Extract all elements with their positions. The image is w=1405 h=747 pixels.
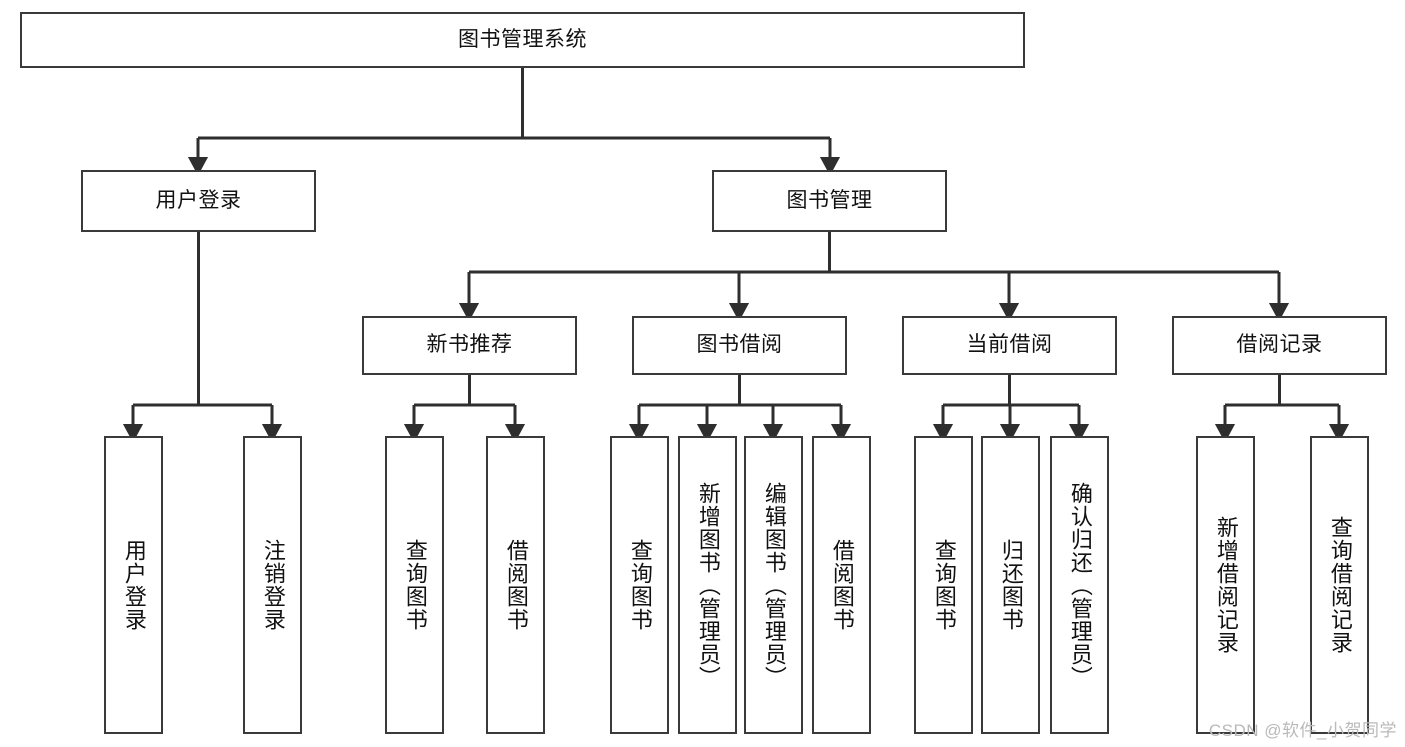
node-book-management[interactable]: 图书管理 — [712, 170, 947, 232]
leaf-return-book[interactable]: 归还图书 — [981, 436, 1040, 734]
node-root[interactable]: 图书管理系统 — [20, 12, 1025, 68]
leaf-query-record-label: 查询借阅记录 — [1327, 516, 1353, 654]
node-book-management-label: 图书管理 — [786, 188, 873, 212]
leaf-query-book-current[interactable]: 查询图书 — [914, 436, 973, 734]
watermark: CSDN @软件_小贺同学 — [1208, 721, 1397, 740]
node-root-label: 图书管理系统 — [458, 27, 587, 51]
leaf-query-book-new[interactable]: 查询图书 — [385, 436, 444, 734]
node-current-borrow[interactable]: 当前借阅 — [902, 316, 1117, 375]
leaf-add-book[interactable]: 新增图书（管理员） — [678, 436, 737, 734]
leaf-user-login-label: 用户登录 — [121, 539, 147, 631]
node-new-book-recommend[interactable]: 新书推荐 — [362, 316, 577, 375]
node-user-login-label: 用户登录 — [155, 188, 242, 212]
leaf-user-login[interactable]: 用户登录 — [104, 436, 163, 734]
node-new-book-recommend-label: 新书推荐 — [426, 333, 513, 357]
leaf-borrow-book[interactable]: 借阅图书 — [812, 436, 871, 734]
node-user-login[interactable]: 用户登录 — [81, 170, 316, 232]
leaf-add-record-label: 新增借阅记录 — [1213, 516, 1239, 654]
leaf-confirm-return[interactable]: 确认归还（管理员） — [1050, 436, 1109, 734]
leaf-borrow-book-label: 借阅图书 — [829, 539, 855, 631]
leaf-logout[interactable]: 注销登录 — [243, 436, 302, 734]
leaf-query-book-borrow-label: 查询图书 — [627, 539, 653, 631]
leaf-query-record[interactable]: 查询借阅记录 — [1310, 436, 1369, 734]
node-book-borrow[interactable]: 图书借阅 — [632, 316, 847, 375]
leaf-query-book-new-label: 查询图书 — [402, 539, 428, 631]
node-borrow-records[interactable]: 借阅记录 — [1172, 316, 1387, 375]
leaf-logout-label: 注销登录 — [260, 539, 286, 631]
node-book-borrow-label: 图书借阅 — [696, 333, 783, 357]
node-current-borrow-label: 当前借阅 — [966, 333, 1053, 357]
node-borrow-records-label: 借阅记录 — [1236, 333, 1323, 357]
leaf-edit-book[interactable]: 编辑图书（管理员） — [744, 436, 803, 734]
leaf-query-book-borrow[interactable]: 查询图书 — [610, 436, 669, 734]
leaf-borrow-book-new[interactable]: 借阅图书 — [486, 436, 545, 734]
leaf-edit-book-label: 编辑图书（管理员） — [761, 481, 787, 689]
leaf-query-book-current-label: 查询图书 — [931, 539, 957, 631]
leaf-confirm-return-label: 确认归还（管理员） — [1067, 481, 1093, 689]
leaf-return-book-label: 归还图书 — [998, 539, 1024, 631]
leaf-borrow-book-new-label: 借阅图书 — [503, 539, 529, 631]
leaf-add-record[interactable]: 新增借阅记录 — [1196, 436, 1255, 734]
leaf-add-book-label: 新增图书（管理员） — [695, 481, 721, 689]
